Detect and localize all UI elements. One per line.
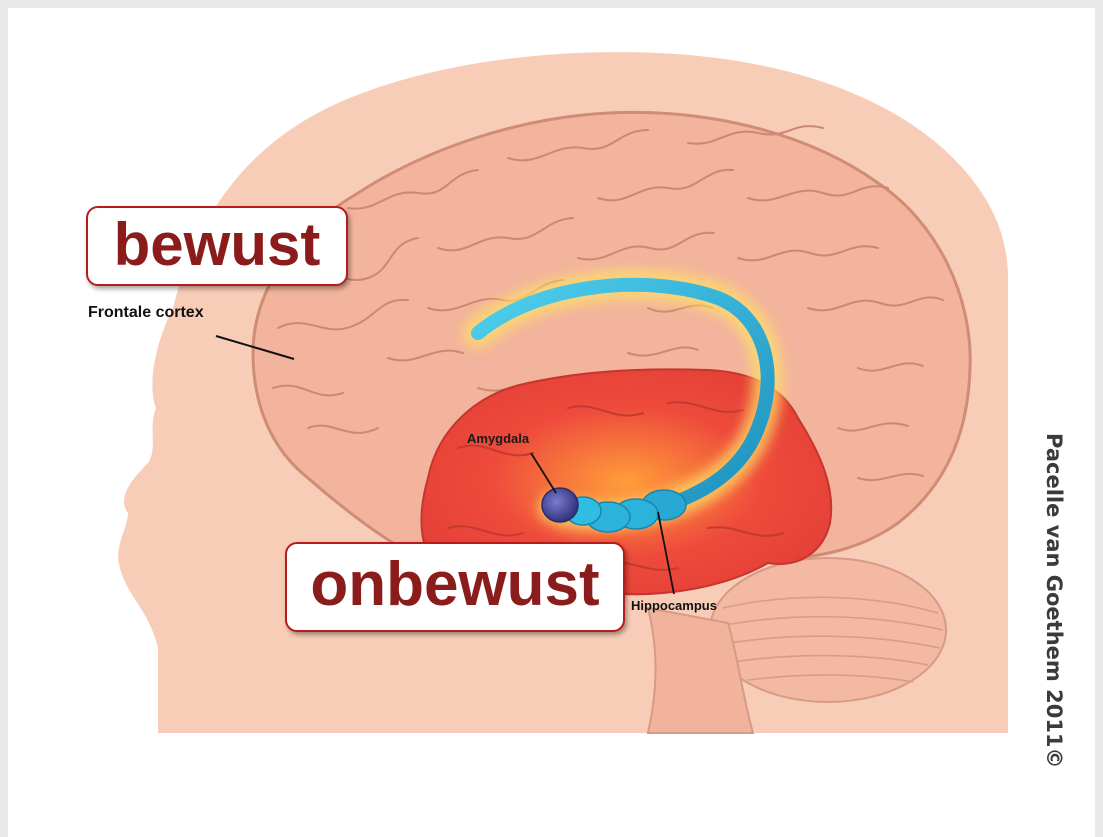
amygdala-label: Amygdala [467, 431, 529, 446]
frontal-cortex-label: Frontale cortex [88, 304, 204, 322]
image-canvas: bewust onbewust Frontale cortex Amygdala… [8, 8, 1095, 837]
amygdala [542, 488, 578, 522]
hippocampus-label: Hippocampus [631, 598, 717, 613]
unconscious-label-box: onbewust [285, 542, 625, 632]
copyright-credit: Pacelle van Goethem 2011© [1042, 433, 1066, 769]
conscious-label-box: bewust [86, 206, 348, 286]
conscious-label: bewust [114, 211, 321, 278]
brain-illustration [8, 8, 1095, 837]
unconscious-label: onbewust [310, 550, 599, 619]
cerebellum [710, 558, 946, 702]
